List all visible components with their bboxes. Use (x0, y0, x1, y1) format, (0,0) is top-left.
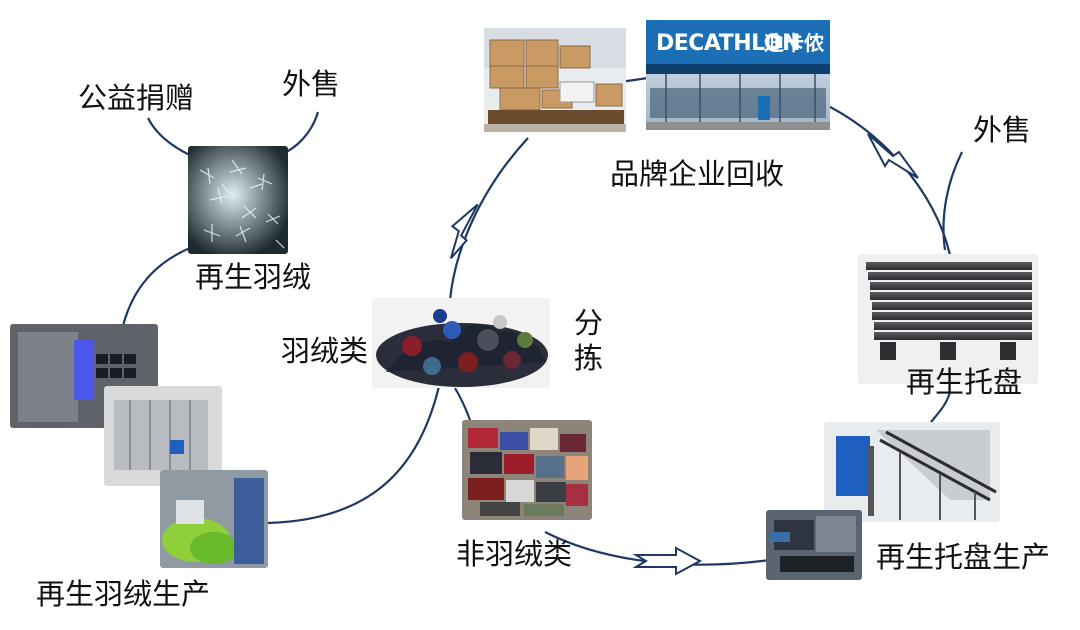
label-down: 羽绒类 (281, 334, 369, 368)
warehouse-boxes-photo (484, 28, 626, 132)
label-sale-left: 外售 (282, 67, 341, 101)
label-sorting: 分拣 (574, 306, 604, 375)
label-recycled-down: 再生羽绒 (195, 260, 312, 294)
arrow-bottom-right (632, 546, 703, 576)
flow-line-sorting-to-down-production (267, 381, 442, 525)
arrow-down-left (449, 203, 479, 259)
recycled-down-photo (188, 146, 288, 254)
flow-line-production-to-recycled-down (120, 246, 191, 331)
flow-line-brand-to-sorting (448, 137, 529, 301)
flow-arrows (449, 133, 919, 576)
label-pallet-production: 再生托盘生产 (876, 540, 1051, 574)
label-brand-recycling: 品牌企业回收 (610, 157, 785, 191)
pallet-production-photo (824, 422, 1000, 522)
flow-line-store-to-pallet (821, 102, 952, 256)
label-charity-donation: 公益捐赠 (78, 81, 195, 115)
recycled-pallets-photo (858, 254, 1038, 384)
down-production-worker-photo (160, 470, 268, 568)
decathlon-logo-cn: 迪卡侬 (764, 31, 825, 55)
down-production-machine-photo (104, 386, 222, 486)
flow-line-sorting-to-non-down (454, 387, 472, 421)
label-recycled-pallet: 再生托盘 (906, 365, 1023, 399)
decathlon-store-photo: DECATHLON 迪卡侬 (646, 20, 830, 130)
label-non-down: 非羽绒类 (456, 537, 573, 571)
down-clothing-pile-photo (372, 298, 550, 388)
non-down-clothing-pile-photo (462, 420, 592, 520)
flow-line-to-sale-right (942, 151, 963, 251)
decathlon-logo-text: DECATHLON (656, 31, 800, 56)
label-sale-right: 外售 (973, 113, 1032, 147)
arrow-right-down (867, 133, 919, 179)
pallet-shredder-photo (766, 510, 862, 580)
label-recycled-down-production: 再生羽绒生产 (36, 577, 211, 611)
